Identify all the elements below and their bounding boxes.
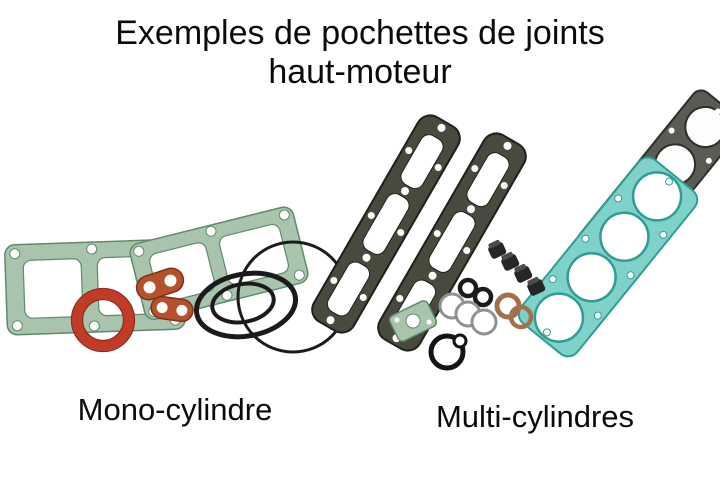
title-line2: haut-moteur <box>268 53 452 91</box>
caption-multi-cylindres: Multi-cylindres <box>435 399 635 434</box>
page-title: Exemples de pochettes de joints haut-mot… <box>0 14 720 92</box>
small-o-rings-icon <box>457 277 494 308</box>
white-washers-icon <box>438 292 498 336</box>
orange-exhaust-gasket-1-icon <box>135 267 185 301</box>
caption-mono-cylindre: Mono-cylindre <box>77 392 273 427</box>
mono-cylinder-gasket-set <box>4 206 350 354</box>
orange-exhaust-gasket-2-icon <box>150 295 194 323</box>
copper-washers-icon <box>494 292 534 330</box>
oil-seal-ring-icon <box>428 333 468 371</box>
multi-cylinder-gasket-set <box>311 89 720 371</box>
small-green-gasket-icon <box>388 300 438 342</box>
red-seal-ring-icon <box>70 287 136 353</box>
head-gasket-aqua-icon <box>517 156 699 358</box>
valve-cover-gasket-1-icon <box>311 114 461 334</box>
title-line1: Exemples de pochettes de joints <box>115 14 605 52</box>
valve-stem-seals-icon <box>488 239 546 296</box>
